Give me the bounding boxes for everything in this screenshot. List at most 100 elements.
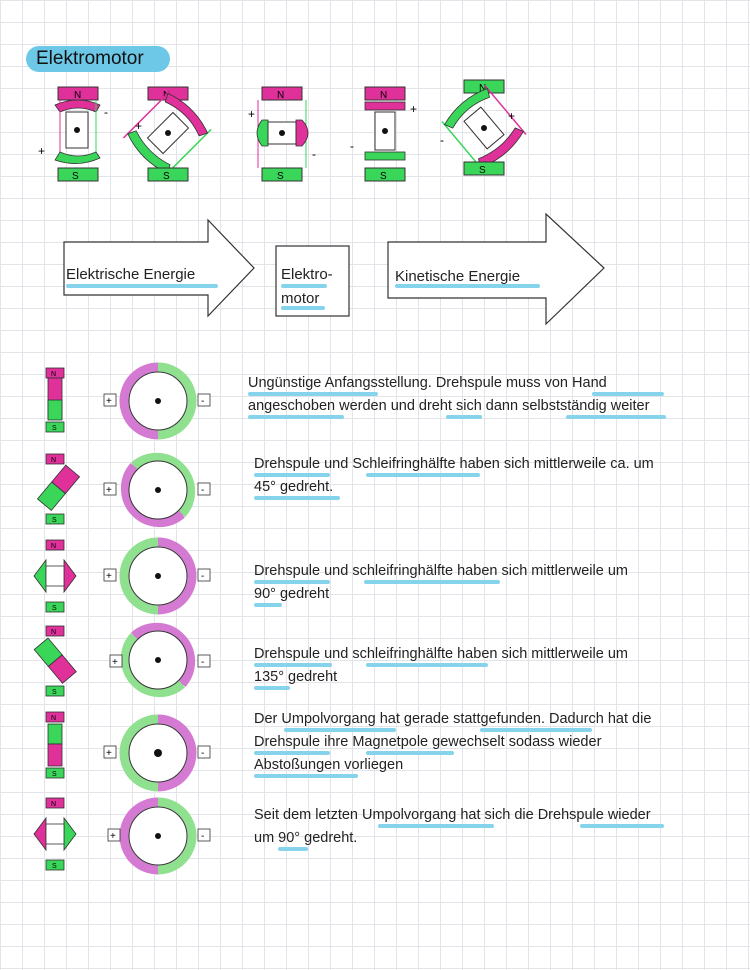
flow-middle-line2: motor [281, 290, 320, 307]
step-2-description: Drehspule und Schleifringhälfte haben si… [254, 453, 734, 499]
highlight [278, 847, 308, 851]
page-title: Elektromotor [26, 46, 170, 72]
brush-plus-label: + [106, 485, 112, 496]
brush-minus-label: - [201, 657, 204, 668]
highlight [254, 473, 330, 477]
pole-n-label: N [277, 90, 284, 101]
minus-sign: - [350, 139, 354, 153]
step-2-motor: N S [36, 453, 81, 525]
minus-sign: - [104, 105, 108, 119]
description-line: um 90° gedreht. [254, 830, 358, 846]
flow-left-label: Elektrische Energie [66, 266, 196, 283]
highlight [281, 284, 327, 288]
highlight [580, 824, 664, 828]
step-6-commutator: + - [107, 797, 211, 875]
highlight [254, 663, 332, 667]
brush-minus-label: - [201, 831, 204, 842]
top-motor-diagrams: N S - + N S + N [38, 79, 527, 182]
step-3-motor: N S [33, 539, 77, 613]
minus-sign: - [440, 133, 444, 147]
description-line: Der Umpolvorgang hat gerade stattgefunde… [254, 711, 652, 727]
steps-diagrams: N S + - N S + - [33, 362, 211, 875]
highlight [66, 284, 218, 288]
step-6-description: Seit dem letzten Umpolvorgang hat sich d… [254, 804, 734, 850]
brush-minus-label: - [201, 485, 204, 496]
motor-diagram-3: N S + - [248, 86, 316, 182]
pole-n-label: N [51, 371, 56, 378]
highlight [366, 751, 454, 755]
highlight [281, 306, 325, 310]
plus-sign: + [135, 119, 142, 133]
step-4-description: Drehspule und schleifringhälfte haben si… [254, 643, 734, 689]
pole-s-label: S [52, 863, 57, 870]
motor-diagram-5: N S + - [440, 79, 527, 176]
step-3-commutator: + - [103, 537, 211, 615]
plus-sign: + [410, 102, 417, 116]
highlight [254, 580, 330, 584]
description-line: 45° gedreht. [254, 479, 334, 495]
pole-s-label: S [52, 517, 57, 524]
pole-n-label: N [51, 457, 56, 464]
step-1-commutator: + - [103, 362, 211, 440]
plus-sign: + [248, 107, 255, 121]
pole-n-label: N [51, 629, 56, 636]
motor-box [275, 245, 350, 317]
step-1-motor: N S [45, 367, 65, 433]
plus-sign: + [38, 144, 45, 158]
description-line: Drehspule und schleifringhälfte haben si… [254, 646, 628, 662]
pole-s-label: S [52, 425, 57, 432]
highlight [592, 392, 664, 396]
highlight [364, 580, 500, 584]
flow-middle-line1: Elektro- [281, 266, 333, 283]
brush-minus-label: - [201, 396, 204, 407]
pole-n-label: N [51, 543, 56, 550]
pole-n-label: N [51, 715, 56, 722]
description-line: Abstoßungen vorliegen [254, 757, 404, 773]
pole-s-label: S [380, 171, 387, 182]
step-1-description: Ungünstige Anfangsstellung. Drehspule mu… [248, 372, 728, 418]
step-5-motor: N S [45, 711, 65, 779]
highlight [378, 824, 494, 828]
step-6-motor: N S [33, 797, 77, 871]
pole-n-label: N [380, 90, 387, 101]
brush-plus-label: + [106, 571, 112, 582]
highlight [254, 686, 290, 690]
motor-diagram-4: N S + - [350, 86, 417, 182]
description-line: Drehspule und Schleifringhälfte haben si… [254, 456, 654, 472]
pole-s-label: S [72, 171, 79, 182]
description-line: 90° gedreht [254, 586, 330, 602]
brush-minus-label: - [201, 748, 204, 759]
motor-diagram-2: N S + [122, 86, 212, 182]
step-4-commutator: + - [109, 622, 211, 698]
highlight [254, 751, 330, 755]
step-5-description: Der Umpolvorgang hat gerade stattgefunde… [254, 708, 734, 777]
description-line: Ungünstige Anfangsstellung. Drehspule mu… [248, 375, 607, 391]
pole-s-label: S [52, 605, 57, 612]
description-line: 135° gedreht [254, 669, 338, 685]
step-3-description: Drehspule und schleifringhälfte haben si… [254, 560, 734, 606]
highlight [480, 728, 592, 732]
highlight [284, 728, 396, 732]
highlight [395, 284, 540, 288]
highlight [566, 415, 666, 419]
flow-right-label: Kinetische Energie [395, 268, 521, 285]
pole-s-label: S [479, 165, 486, 176]
energy-flow-diagram [63, 212, 605, 326]
brush-minus-label: - [201, 571, 204, 582]
pole-s-label: S [163, 171, 170, 182]
pole-s-label: S [277, 171, 284, 182]
pole-s-label: S [52, 689, 57, 696]
arrow-left [63, 218, 255, 318]
highlight [254, 496, 340, 500]
description-line: Drehspule und schleifringhälfte haben si… [254, 563, 628, 579]
step-4-motor: N S [33, 625, 77, 697]
pole-n-label: N [479, 83, 486, 94]
minus-sign: - [312, 147, 316, 161]
highlight [446, 415, 482, 419]
brush-plus-label: + [112, 657, 118, 668]
pole-n-label: N [51, 801, 56, 808]
step-5-commutator: + - [103, 714, 211, 792]
highlight [254, 603, 282, 607]
arrow-right [387, 212, 605, 326]
plus-sign: + [508, 109, 515, 123]
